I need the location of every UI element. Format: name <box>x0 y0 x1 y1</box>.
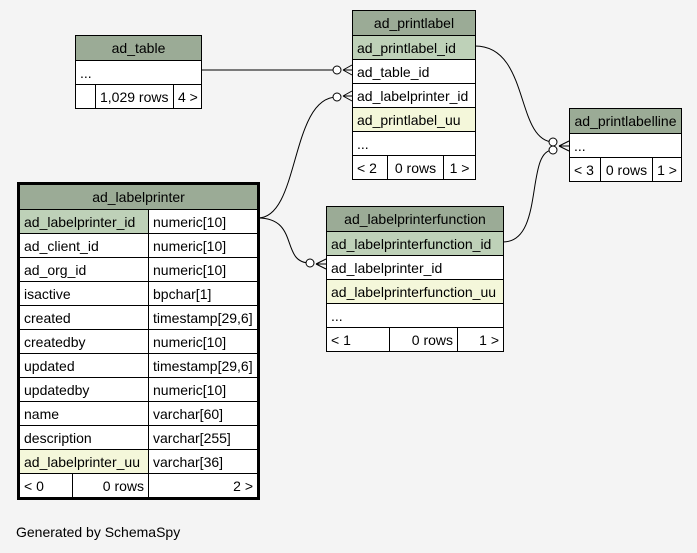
table-header[interactable]: ad_printlabel <box>353 11 475 35</box>
column-name[interactable]: updated <box>24 357 75 374</box>
generated-by-note: Generated by SchemaSpy <box>16 524 181 540</box>
link-end-circle <box>332 92 342 102</box>
footer-parents[interactable]: < 2 <box>357 159 377 176</box>
link-ad_labelprinter-to-ad_labelprinterfunction <box>257 217 311 264</box>
column-type: varchar[255] <box>148 426 257 449</box>
table-header[interactable]: ad_table <box>76 36 201 60</box>
column-type: varchar[60] <box>148 402 257 425</box>
link-crowfoot <box>342 64 353 76</box>
table-header[interactable]: ad_labelprinter <box>20 185 257 209</box>
placeholder-row: ... <box>357 135 369 152</box>
column-type: timestamp[29,6] <box>148 306 257 329</box>
footer-children[interactable]: 2 > <box>148 474 257 497</box>
table-ad_table[interactable]: ad_table ... 1,029 rows 4 > <box>75 35 202 109</box>
table-header[interactable]: ad_labelprinterfunction <box>327 207 503 231</box>
column-type: numeric[10] <box>148 234 257 257</box>
column[interactable]: ad_labelprinter_id <box>331 259 443 276</box>
column-primary-key[interactable]: ad_labelprinterfunction_id <box>327 232 503 255</box>
footer-children[interactable]: 1 > <box>457 328 503 351</box>
footer-row-count: 0 rows <box>600 158 652 181</box>
footer-parents[interactable]: < 3 <box>574 161 594 178</box>
column[interactable]: ad_labelprinter_id <box>357 87 469 104</box>
column-type: numeric[10] <box>148 210 257 233</box>
footer-row-count: 0 rows <box>387 156 443 179</box>
table-ad_printlabel[interactable]: ad_printlabel ad_printlabel_id ad_table_… <box>352 10 476 180</box>
footer-parents: < 0 <box>24 477 44 494</box>
column-primary-key[interactable]: ad_printlabel_id <box>353 36 475 59</box>
link-end-circle <box>332 65 342 75</box>
column-name-primary-key[interactable]: ad_labelprinter_id <box>20 210 148 233</box>
table-ad_labelprinterfunction[interactable]: ad_labelprinterfunction ad_labelprinterf… <box>326 206 504 352</box>
column-type: numeric[10] <box>148 378 257 401</box>
link-ad_labelprinterfunction-to-ad_printlabelline <box>502 149 554 243</box>
table-ad_labelprinter[interactable]: ad_labelprinter ad_labelprinter_id numer… <box>17 182 260 500</box>
footer-row-count: 0 rows <box>389 328 457 351</box>
placeholder-row: ... <box>80 64 92 81</box>
column-name[interactable]: description <box>24 429 92 446</box>
footer-parents[interactable]: < 1 <box>331 331 351 348</box>
footer-row-count: 0 rows <box>72 474 148 497</box>
footer-children[interactable]: 1 > <box>443 156 475 179</box>
table-ad_printlabelline[interactable]: ad_printlabelline ... < 3 0 rows 1 > <box>569 108 682 182</box>
column-name[interactable]: ad_org_id <box>24 261 87 278</box>
placeholder-row: ... <box>331 307 343 324</box>
column-name[interactable]: updatedby <box>24 381 90 398</box>
link-end-circle <box>305 258 315 268</box>
column-name[interactable]: isactive <box>24 285 71 302</box>
column-unique[interactable]: ad_labelprinterfunction_uu <box>327 280 503 303</box>
column-type: numeric[10] <box>148 258 257 281</box>
link-ad_labelprinter-to-ad_printlabel <box>257 96 338 219</box>
link-crowfoot <box>315 258 327 270</box>
column-name-unique[interactable]: ad_labelprinter_uu <box>20 450 148 473</box>
link-ad_printlabel-to-ad_printlabelline <box>474 45 554 143</box>
link-crowfoot <box>558 140 570 152</box>
column-unique[interactable]: ad_printlabel_uu <box>353 108 475 131</box>
column-type: varchar[36] <box>148 450 257 473</box>
link-crowfoot <box>342 90 353 102</box>
footer-parents <box>76 85 95 108</box>
column-type: numeric[10] <box>148 330 257 353</box>
footer-children[interactable]: 1 > <box>652 158 681 181</box>
column-type: bpchar[1] <box>148 282 257 305</box>
placeholder-row: ... <box>574 137 586 154</box>
column-name[interactable]: createdby <box>24 333 86 350</box>
footer-children[interactable]: 4 > <box>173 85 201 108</box>
link-end-circle <box>548 137 558 147</box>
link-end-circle <box>548 145 558 155</box>
column[interactable]: ad_table_id <box>357 63 430 80</box>
column-type: timestamp[29,6] <box>148 354 257 377</box>
column-name[interactable]: ad_client_id <box>24 237 99 254</box>
table-header[interactable]: ad_printlabelline <box>570 109 681 133</box>
column-name[interactable]: created <box>24 309 71 326</box>
column-name[interactable]: name <box>24 405 60 422</box>
footer-row-count: 1,029 rows <box>95 85 173 108</box>
